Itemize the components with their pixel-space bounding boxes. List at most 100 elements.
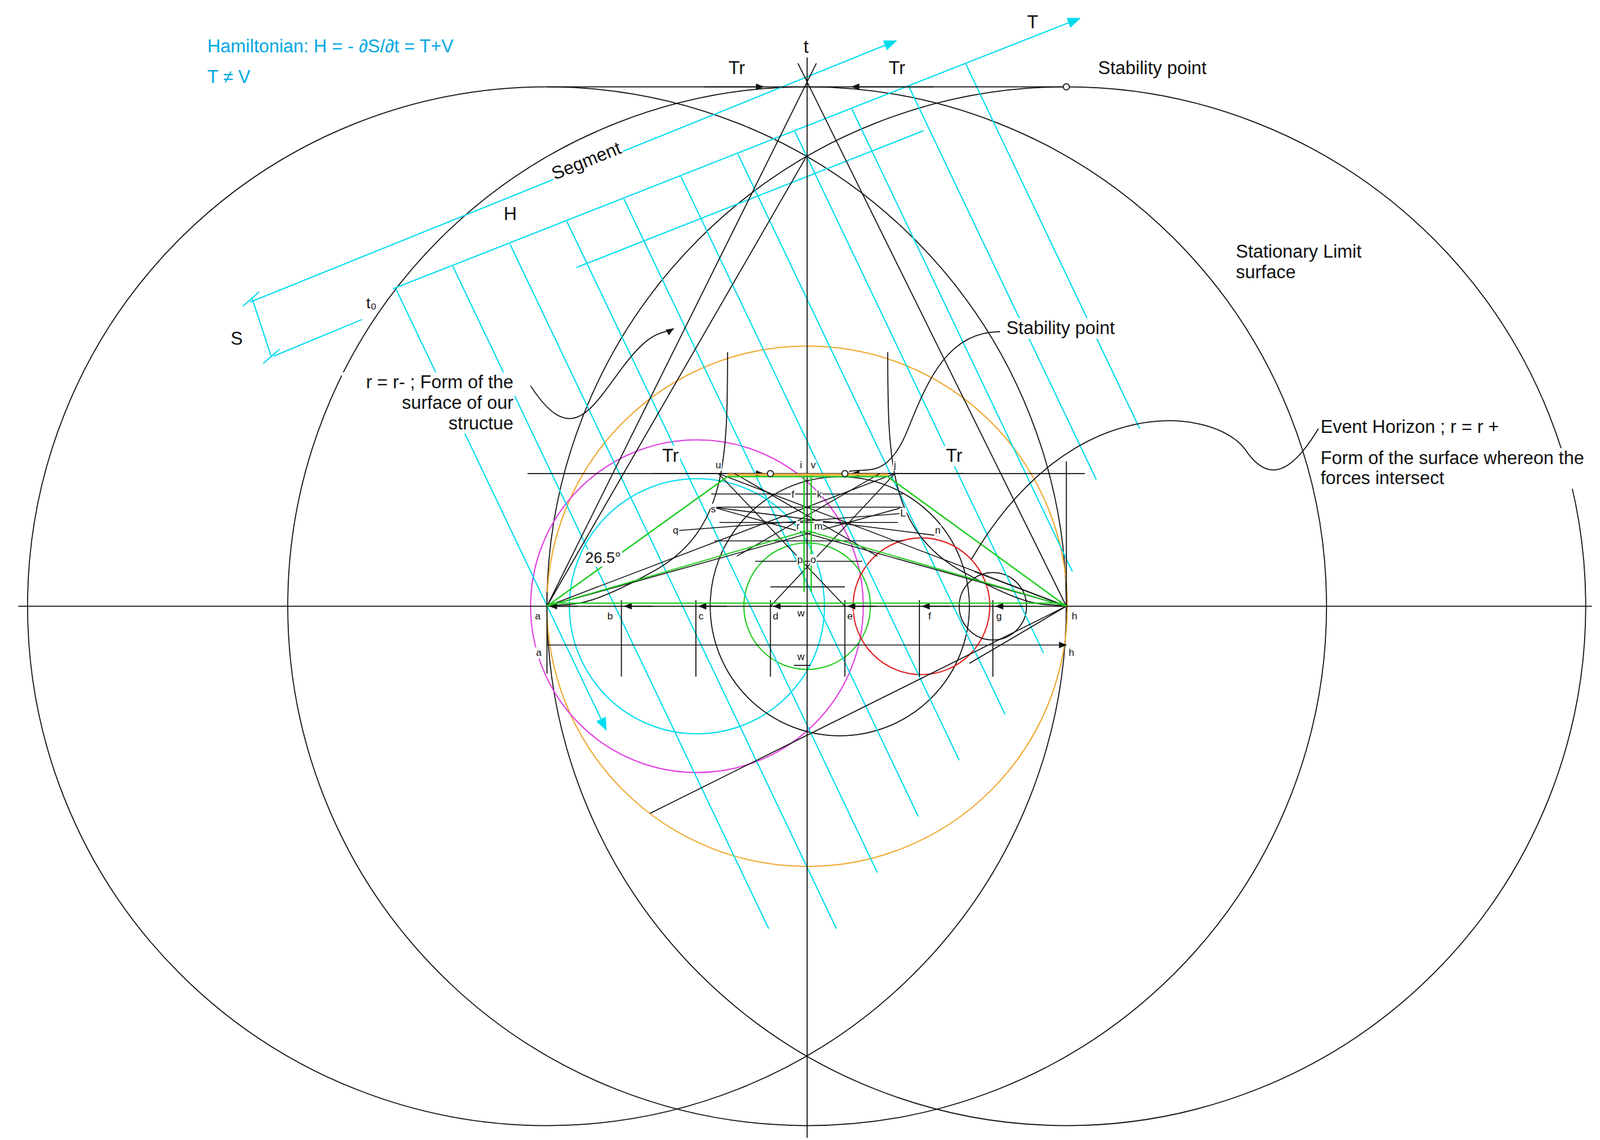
tangent-line: [650, 606, 1067, 814]
point-letter: a: [534, 610, 541, 622]
tick: [770, 600, 772, 677]
green-line: [803, 475, 805, 593]
time-hatch: [737, 154, 1005, 715]
point-letter: m: [813, 521, 823, 533]
point-letter: v: [810, 460, 817, 472]
green-line: [807, 530, 1067, 606]
green-frame: [547, 476, 1067, 606]
tick: [621, 600, 623, 677]
point-letter: h: [1071, 610, 1078, 622]
point-letter: k: [816, 489, 823, 501]
tangent-line: [969, 606, 1067, 664]
time-hatch: [452, 266, 769, 929]
structure-curve: [887, 352, 1067, 607]
tick: [992, 600, 994, 677]
point-letter: t: [802, 36, 810, 58]
point-letter: e: [846, 610, 853, 622]
annotation-label: Stability point: [1097, 58, 1208, 79]
axis-arrow: [698, 605, 727, 608]
top-line: [547, 86, 1067, 88]
point-letter: w: [797, 607, 806, 619]
construction-line: [718, 473, 845, 607]
leader-line: [530, 328, 674, 419]
time-hatch: [395, 288, 606, 730]
point-letter: f: [927, 610, 932, 622]
time-hatch: [965, 64, 1140, 429]
point-letter: a: [535, 647, 542, 659]
green-line: [551, 602, 1062, 604]
construction-line: [711, 493, 903, 495]
annotation-label: Form of the surface whereon the forces i…: [1319, 448, 1594, 489]
point-letter: r: [795, 521, 801, 533]
annotation-label: Tr: [661, 445, 680, 467]
point-letter: h: [1068, 647, 1075, 659]
axis-arrow: [624, 605, 653, 608]
tick: [918, 600, 920, 677]
construction-line: [734, 473, 878, 557]
point-letter: n: [934, 525, 941, 537]
axis-arrow: [848, 605, 876, 608]
point-letter: w: [797, 651, 806, 663]
axis-arrow: [995, 605, 1024, 608]
time-hatch: [681, 176, 960, 760]
point-letter: H: [502, 204, 518, 225]
point-letter: i: [799, 460, 803, 472]
point-letter: o: [810, 554, 817, 566]
point-letter: f: [790, 489, 795, 501]
horizontal-axis: [18, 605, 1592, 608]
point-letter: d: [772, 610, 779, 622]
segment-line: [273, 319, 363, 356]
point-letter: s: [710, 503, 717, 515]
orange-bar: [727, 473, 888, 476]
point-letter: c: [697, 610, 705, 622]
tick: [844, 600, 846, 677]
time-hatch: [567, 221, 878, 873]
leader-line: [971, 420, 1319, 559]
point-letter: S: [229, 328, 245, 350]
construction-line: [719, 522, 899, 524]
point-letter: q: [672, 525, 679, 537]
green-line: [547, 530, 808, 606]
construction-line: [713, 507, 939, 536]
w-bar: [794, 664, 811, 666]
point-letter: j: [892, 460, 897, 472]
edge-line: [546, 591, 548, 674]
annotation-label: Tr: [944, 445, 964, 467]
green-line: [810, 475, 812, 593]
s-tick: [242, 291, 260, 306]
time-hatch: [624, 198, 919, 817]
annotation-label: r = r- ; Form of the surface of our stru…: [341, 372, 515, 434]
annotation-label: Stability point: [1005, 318, 1116, 339]
stability-point: [767, 470, 773, 477]
point-letter: p: [796, 554, 803, 566]
construction-line: [714, 540, 903, 542]
structure-curve: [547, 352, 728, 607]
annotation-label: T ≠ V: [205, 67, 252, 88]
s-bracket: [251, 298, 272, 358]
annotation-label: 26.5°: [584, 549, 623, 567]
tr-line: [527, 472, 1085, 475]
segment-line: [250, 41, 896, 303]
point-letter: T: [1025, 12, 1040, 33]
tr-arrow: [851, 86, 934, 88]
point-letter: L: [899, 507, 906, 519]
annotation-label: Tr: [727, 58, 746, 79]
construction-line: [770, 473, 896, 607]
construction-line: [713, 507, 1067, 606]
annotation-label: Hamiltonian: H = - ∂S/∂t = T+V: [205, 36, 455, 58]
time-hatch: [908, 86, 1097, 480]
edge-line: [1065, 461, 1068, 613]
annotation-label: Event Horizon ; r = r +: [1319, 417, 1500, 438]
point-letter: u: [714, 460, 722, 472]
leader-line: [848, 331, 1000, 472]
stability-point: [1063, 83, 1070, 90]
construction-line: [755, 560, 863, 562]
construction-line: [770, 586, 846, 588]
construction-line: [736, 473, 880, 557]
s-tick: [263, 348, 280, 363]
annotation-label: t₀: [365, 294, 378, 312]
construction-line: [547, 473, 896, 607]
annotation-label: Tr: [887, 58, 907, 79]
